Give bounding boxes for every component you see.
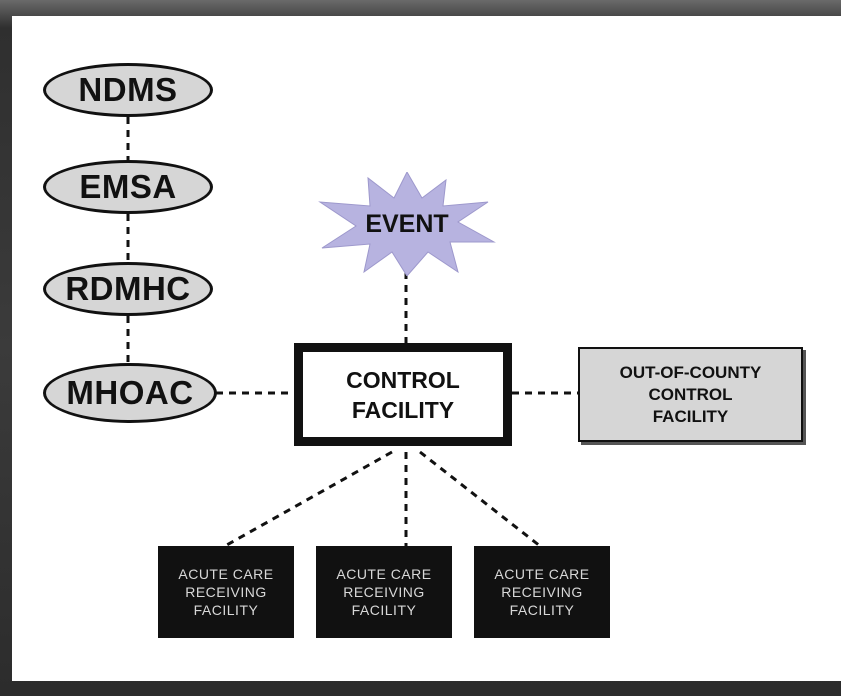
ooc-line1: OUT-OF-COUNTY bbox=[619, 362, 762, 382]
control-facility-line2: FACILITY bbox=[351, 396, 455, 423]
event-starburst: EVENT bbox=[318, 170, 496, 277]
mhoac-oval: MHOAC bbox=[43, 363, 217, 423]
ndms-label: NDMS bbox=[78, 71, 178, 108]
emsa-oval: EMSA bbox=[43, 160, 213, 214]
emsa-label: EMSA bbox=[79, 168, 177, 205]
acute-care-receiving-facility-1: ACUTE CARE RECEIVING FACILITY bbox=[158, 546, 294, 638]
acute-1-line3: FACILITY bbox=[193, 602, 259, 618]
ooc-line2: CONTROL bbox=[648, 384, 733, 404]
acute-1-line1: ACUTE CARE bbox=[178, 566, 274, 582]
acute-care-receiving-facility-2: ACUTE CARE RECEIVING FACILITY bbox=[316, 546, 452, 638]
acute-2-line2: RECEIVING bbox=[343, 584, 425, 600]
out-of-county-control-facility-box: OUT-OF-COUNTY CONTROL FACILITY bbox=[578, 347, 803, 442]
rdmhc-label: RDMHC bbox=[65, 270, 191, 307]
acute-2-line1: ACUTE CARE bbox=[336, 566, 432, 582]
event-label: EVENT bbox=[365, 209, 449, 238]
acute-3-line3: FACILITY bbox=[509, 602, 575, 618]
acute-3-line1: ACUTE CARE bbox=[494, 566, 590, 582]
acute-2-line3: FACILITY bbox=[351, 602, 417, 618]
ooc-line3: FACILITY bbox=[652, 406, 729, 426]
control-facility-box: CONTROL FACILITY bbox=[294, 343, 512, 446]
rdmhc-oval: RDMHC bbox=[43, 262, 213, 316]
connector-control-acute-3 bbox=[419, 450, 541, 548]
connector-control-acute-1 bbox=[224, 450, 393, 548]
control-facility-line1: CONTROL bbox=[346, 366, 460, 393]
acute-care-receiving-facility-3: ACUTE CARE RECEIVING FACILITY bbox=[474, 546, 610, 638]
acute-3-line2: RECEIVING bbox=[501, 584, 583, 600]
ndms-oval: NDMS bbox=[43, 63, 213, 117]
acute-1-line2: RECEIVING bbox=[185, 584, 267, 600]
mhoac-label: MHOAC bbox=[66, 374, 194, 411]
